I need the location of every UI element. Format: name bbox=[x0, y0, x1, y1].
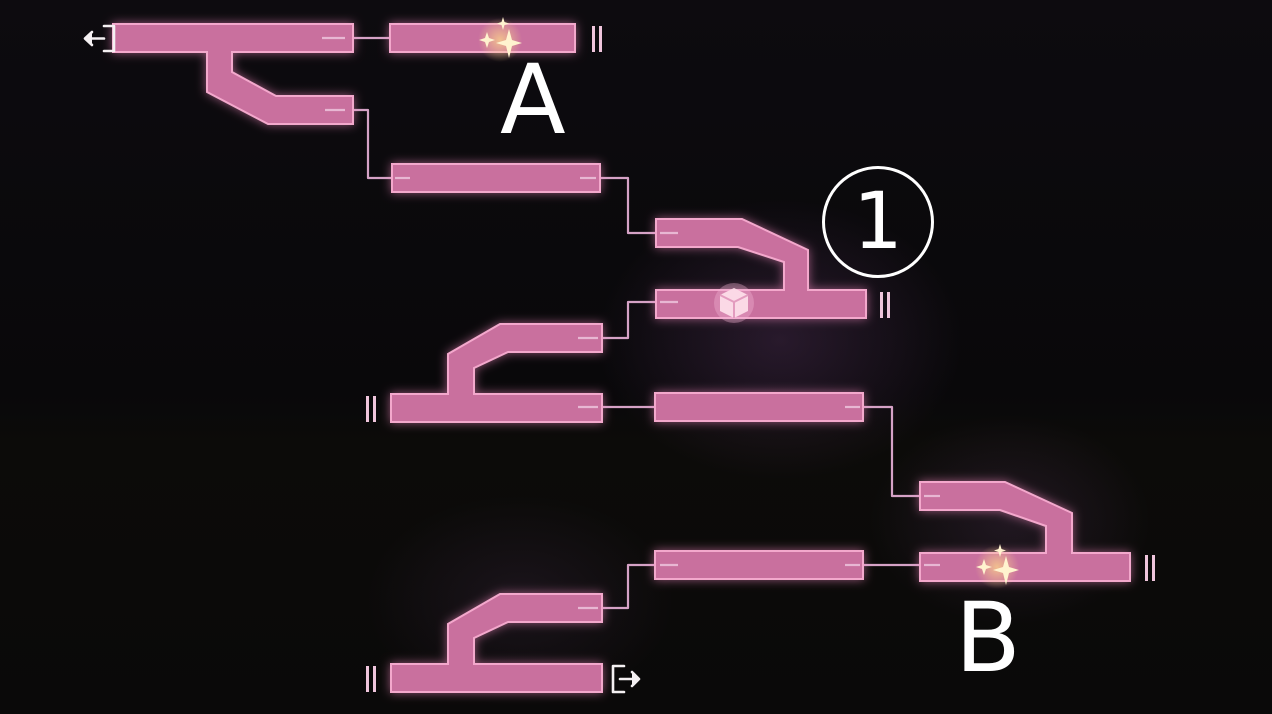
entrance-arrow-icon bbox=[83, 24, 116, 53]
double-bar-icon bbox=[880, 292, 890, 318]
corridor-segment bbox=[919, 481, 1131, 582]
double-bar-icon bbox=[366, 666, 376, 692]
corridor-segment bbox=[390, 593, 603, 693]
room-label-a: A bbox=[500, 44, 566, 156]
corridor-segment bbox=[654, 392, 864, 422]
sparkle-icon bbox=[975, 544, 1019, 589]
corridor-segment bbox=[654, 550, 864, 580]
double-bar-icon bbox=[366, 396, 376, 422]
corridor-segment bbox=[390, 323, 603, 423]
double-bar-icon bbox=[1145, 555, 1155, 581]
corridor-segment bbox=[112, 23, 354, 125]
connector-line bbox=[582, 176, 678, 235]
room-number-badge: 1 bbox=[822, 166, 934, 278]
corridor-segment bbox=[655, 218, 867, 319]
connector-line bbox=[845, 405, 940, 498]
cube-icon bbox=[714, 283, 754, 323]
double-bar-icon bbox=[592, 26, 602, 52]
room-label-b: B bbox=[955, 582, 1021, 694]
exit-arrow-icon bbox=[611, 664, 641, 694]
sparkle-icon bbox=[478, 17, 522, 62]
corridor-segment bbox=[391, 163, 601, 193]
